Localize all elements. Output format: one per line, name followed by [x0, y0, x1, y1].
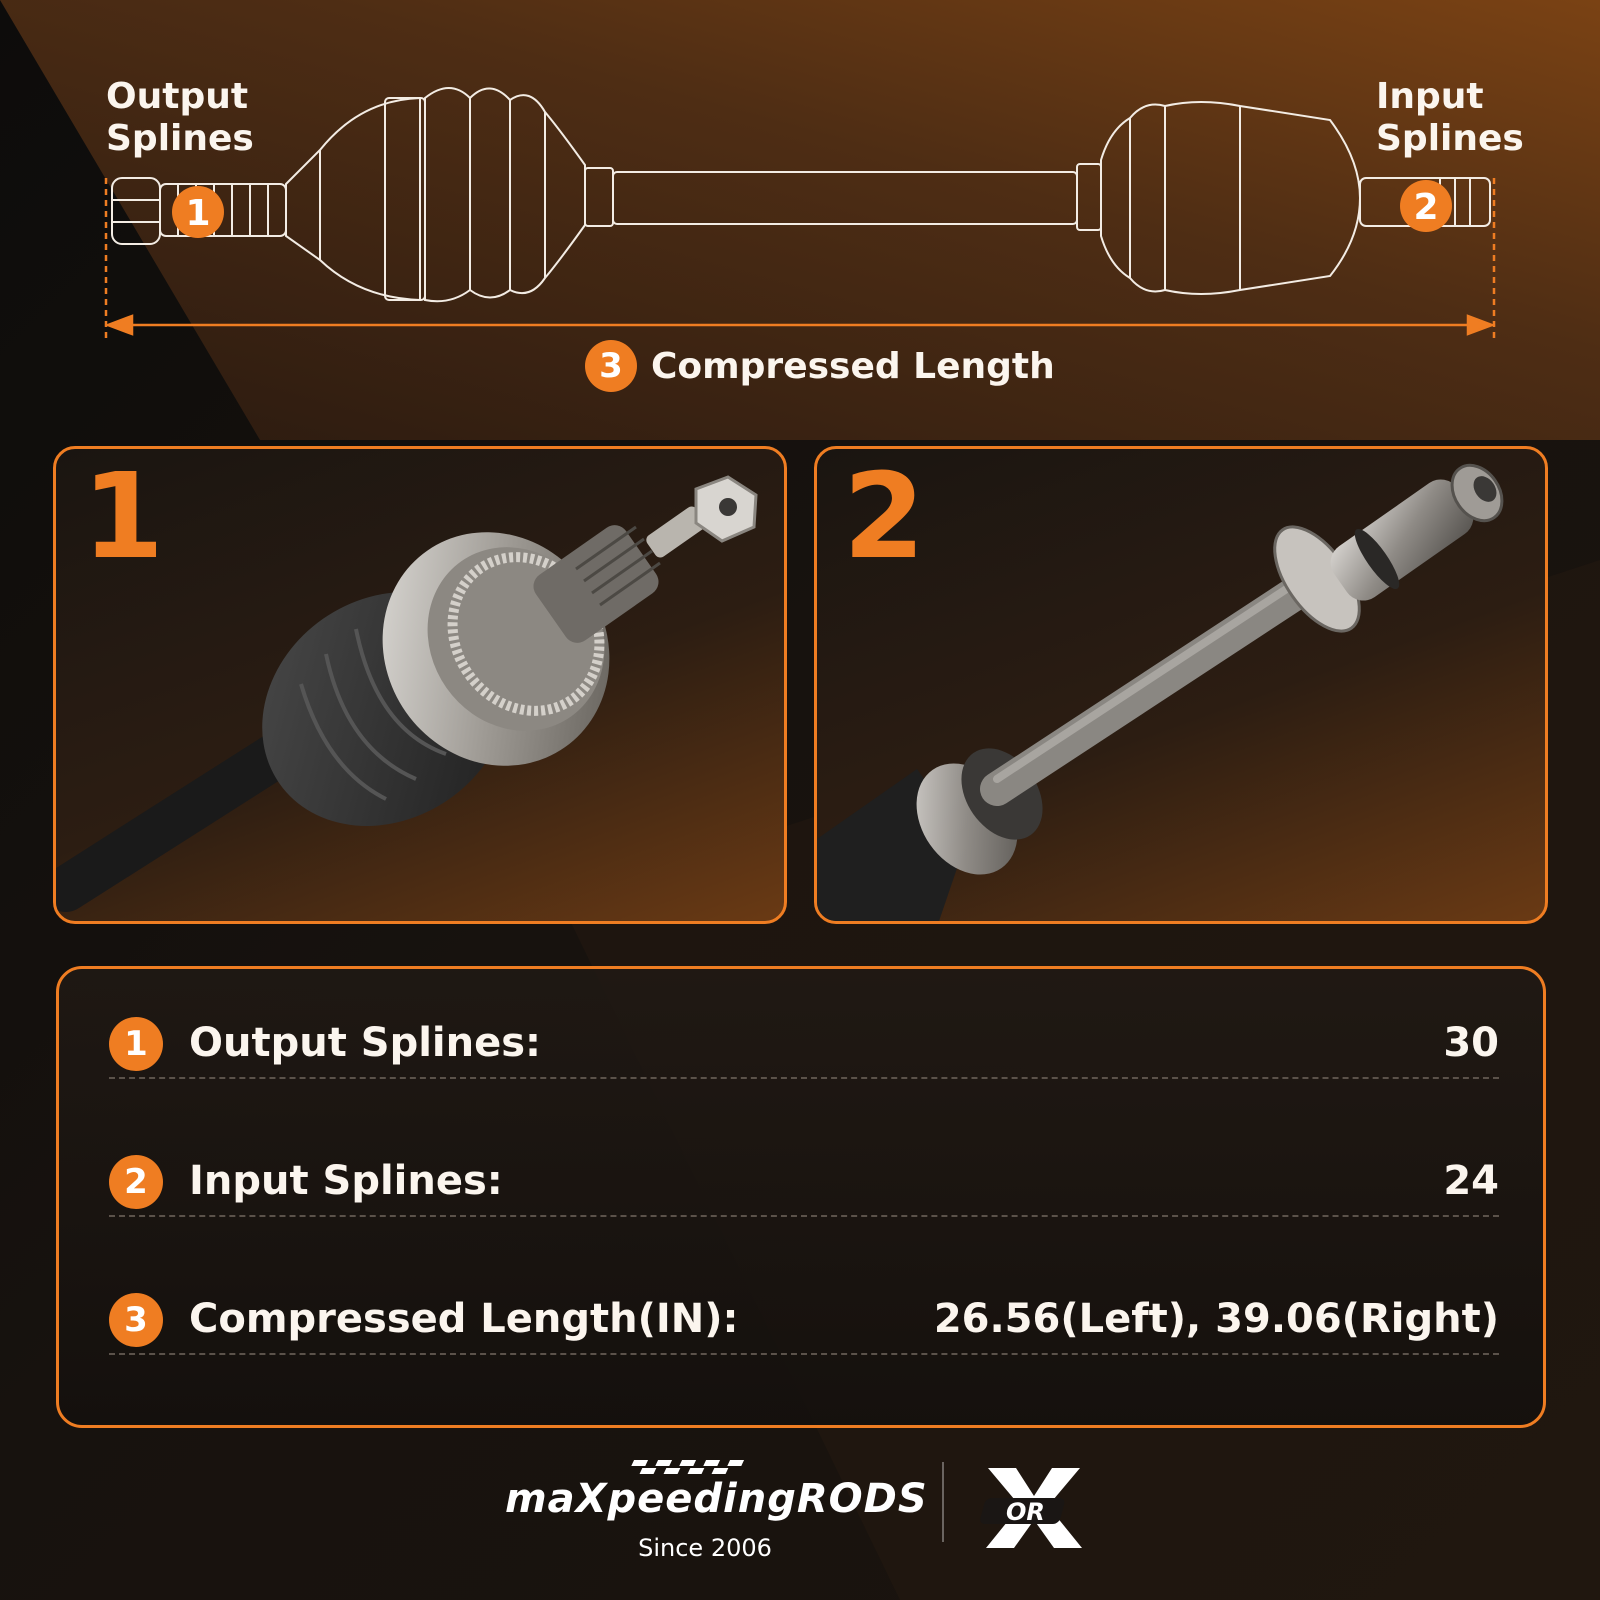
compressed-length-caption: 3 Compressed Length	[585, 340, 1055, 392]
spec-row-output-splines: 1 Output Splines: 30	[109, 1007, 1499, 1079]
specifications-table: 1 Output Splines: 30 2 Input Splines: 24…	[56, 966, 1546, 1428]
spec-label-output-splines: Output Splines:	[189, 1020, 542, 1066]
diagram-badge-2-text: 2	[1413, 187, 1438, 228]
footer-brand: maXpeedingRODS Since 2006 OR	[0, 1448, 1600, 1588]
inner-spline-shaft-illustration	[817, 463, 1504, 921]
panel-number-1: 1	[82, 447, 165, 585]
brand-since: Since 2006	[638, 1534, 772, 1562]
axle-line-drawing: 1 2	[104, 87, 1496, 340]
panel-number-2: 2	[843, 447, 926, 585]
length-caption-text: Compressed Length	[651, 345, 1055, 387]
or-logo-text: OR	[1006, 1498, 1045, 1526]
spec-label-compressed-length: Compressed Length(IN):	[189, 1296, 739, 1342]
axle-diagram: 1 2 Output Splines Input Splines 3 Compr…	[0, 0, 1600, 430]
output-spline-photo-panel: 1	[53, 446, 787, 924]
spec-badge-1: 1	[109, 1017, 163, 1071]
diagram-badge-2	[1400, 180, 1452, 232]
spec-label-input-splines: Input Splines:	[189, 1158, 503, 1204]
spec-badge-3: 3	[109, 1293, 163, 1347]
spec-badge-2: 2	[109, 1155, 163, 1209]
spec-value-compressed-length: 26.56(Left), 39.06(Right)	[933, 1296, 1499, 1342]
spec-row-input-splines: 2 Input Splines: 24	[109, 1145, 1499, 1217]
spec-value-input-splines: 24	[1443, 1158, 1499, 1204]
input-spline-photo-panel: 2	[814, 446, 1548, 924]
output-splines-callout: Output Splines	[106, 76, 254, 160]
spec-row-compressed-length: 3 Compressed Length(IN): 26.56(Left), 39…	[109, 1283, 1499, 1355]
checkered-flag-icon	[631, 1460, 745, 1474]
spec-value-output-splines: 30	[1443, 1020, 1499, 1066]
diagram-badge-1-text: 1	[185, 193, 210, 234]
length-badge: 3	[585, 340, 637, 392]
or-x-logo: OR	[980, 1468, 1082, 1548]
brand-logo-block: maXpeedingRODS Since 2006	[505, 1458, 927, 1568]
outer-cv-joint-illustration	[56, 475, 758, 912]
diagram-badge-1	[172, 186, 224, 238]
footer-divider	[942, 1462, 944, 1542]
output-splines-callout-text: Output Splines	[106, 76, 254, 159]
brand-wordmark: maXpeedingRODS	[505, 1476, 928, 1522]
input-splines-callout-text: Input Splines	[1376, 76, 1524, 159]
input-splines-callout: Input Splines	[1376, 76, 1524, 160]
dimension-line	[104, 178, 1496, 340]
